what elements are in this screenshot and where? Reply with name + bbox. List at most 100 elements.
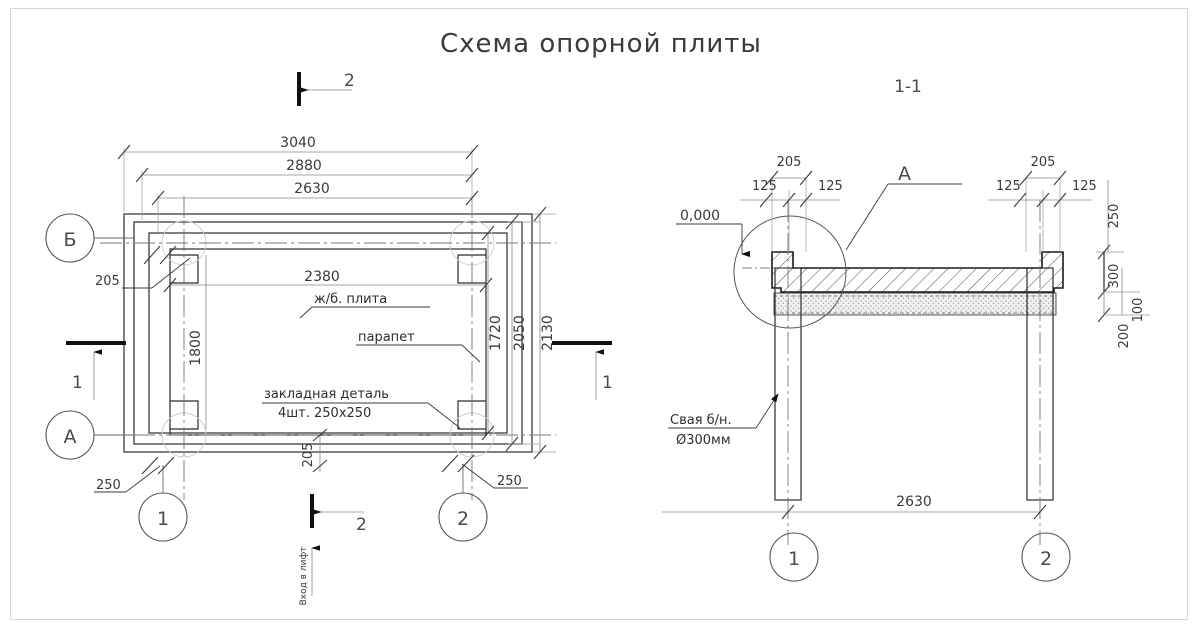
section-tick-2630-l <box>781 504 795 520</box>
plan-dim-250-left: 250 <box>96 478 121 493</box>
plan-tick-250r-a <box>441 454 459 473</box>
plan-parapet-outer <box>133 221 523 445</box>
section-tick-205l-a <box>765 170 779 186</box>
section-note-pile-label-1: Свая б/н. <box>670 413 732 428</box>
section-dim-100: 100 <box>1131 298 1146 323</box>
plan-section-mark-bottom-label: 2 <box>356 515 367 535</box>
plan-note-slab: ж/б. плита <box>299 292 430 319</box>
section-tick-125r-a <box>1013 192 1027 208</box>
plan-axis-bubble-2: 2 <box>438 492 488 542</box>
plan-tick-3040-l <box>117 144 131 160</box>
plan-dim-2880: 2880 <box>286 158 322 174</box>
plan-axis-bubble-1: 1 <box>138 492 188 542</box>
plan-tick-250l-a <box>141 456 159 475</box>
plan-dim-1720: 1720 <box>488 315 504 351</box>
section-view: 0,000 А 205 125 125 <box>662 155 1150 582</box>
plan-axis-label-a: А <box>64 426 77 448</box>
section-tick-125r-b <box>1053 192 1067 208</box>
plan-tick-205b <box>159 245 177 265</box>
plan-section-mark-top-label: 2 <box>344 71 355 91</box>
section-slab-profile <box>771 251 1064 293</box>
plan-entrance-label: Вход в лифт <box>299 547 309 606</box>
section-dim-250: 250 <box>1107 204 1122 229</box>
section-dim-125-left-b: 125 <box>818 179 843 194</box>
plan-tick-2380-l <box>163 277 177 293</box>
plan-view: Б А 1 2 3040 <box>45 71 613 606</box>
section-tick-205l-b <box>799 170 813 186</box>
section-tick-125l-b <box>799 192 813 208</box>
section-tick-300-t <box>1097 244 1111 260</box>
plan-section-mark-left-1: 1 <box>66 341 126 400</box>
plan-dim-2050: 2050 <box>512 315 528 351</box>
plan-tick-205bot-t <box>312 428 328 442</box>
plan-note-embed-label-1: закладная деталь <box>264 387 389 402</box>
section-dim-125-right-b: 125 <box>1072 179 1097 194</box>
section-level-mark: 0,000 <box>676 208 800 269</box>
plan-dim-1800: 1800 <box>188 330 204 366</box>
section-tick-2630-r <box>1033 504 1047 520</box>
plan-axis-label-1: 1 <box>157 508 169 530</box>
plan-dim-2380: 2380 <box>304 269 340 285</box>
plan-tick-2880-r <box>465 167 479 183</box>
plan-leader-250r-line <box>461 463 495 489</box>
section-level-label: 0,000 <box>680 208 720 224</box>
section-dim-300: 300 <box>1107 264 1122 289</box>
plan-section-mark-left-label: 1 <box>72 373 83 393</box>
section-detail-circle <box>733 215 847 329</box>
section-note-pile-label-2: Ø300мм <box>676 433 731 448</box>
drawing-frame <box>10 8 1188 620</box>
plan-tick-1720-t <box>481 225 495 241</box>
section-base-layer <box>773 292 1057 316</box>
plan-tick-250r-b <box>457 454 475 473</box>
section-tick-125l-a <box>759 192 773 208</box>
plan-entrance-marker: Вход в лифт <box>299 545 320 606</box>
plan-dim-3040: 3040 <box>280 135 316 151</box>
section-axis-bubble-2: 2 <box>1021 532 1071 582</box>
section-detail-leader <box>845 183 889 251</box>
plan-tick-2380-r <box>479 277 493 293</box>
plan-section-mark-bottom-2: 2 <box>310 494 367 535</box>
section-dim-125-left-a: 125 <box>752 179 777 194</box>
plan-note-parapet: парапет <box>356 330 481 363</box>
plan-section-mark-right-1: 1 <box>552 341 613 400</box>
plan-tick-2130-b <box>533 444 547 460</box>
plan-parapet-inner <box>148 232 508 434</box>
plan-axis-bubble-b: Б <box>45 213 95 263</box>
page-title: Схема опорной плиты <box>440 29 762 59</box>
plan-tick-2130-t <box>533 206 547 222</box>
plan-opening <box>169 248 487 436</box>
plan-tick-2630-l <box>151 190 165 206</box>
plan-tick-2050-t <box>505 214 519 230</box>
plan-leader-250l-line <box>125 465 161 493</box>
section-title: 1-1 <box>894 77 922 97</box>
section-tick-125l-mid <box>782 192 796 208</box>
section-dim-125-right-a: 125 <box>996 179 1021 194</box>
plan-tick-205bot-b <box>312 459 328 473</box>
section-axis-bubble-1: 1 <box>769 532 819 582</box>
section-tick-205r-a <box>1019 170 1033 186</box>
section-axis-label-2: 2 <box>1040 548 1052 570</box>
plan-section-mark-top-2: 2 <box>297 71 355 106</box>
plan-axis-bubble-a: А <box>45 410 95 460</box>
section-dim-205-right: 205 <box>1031 155 1056 170</box>
plan-note-slab-label: ж/б. плита <box>314 292 387 307</box>
plan-tick-2630-r <box>465 190 479 206</box>
plan-leader-205-line <box>151 257 191 289</box>
plan-tick-2050-b <box>505 436 519 452</box>
plan-tick-2880-l <box>135 167 149 183</box>
section-tick-205r-b <box>1053 170 1067 186</box>
plan-dim-2630: 2630 <box>294 181 330 197</box>
section-dim-2630: 2630 <box>896 494 932 510</box>
section-axis-label-1: 1 <box>788 548 800 570</box>
plan-tick-1720-b <box>481 425 495 441</box>
plan-axis-label-2: 2 <box>457 508 469 530</box>
plan-axis-label-b: Б <box>63 229 76 251</box>
plan-slab-outline <box>123 213 533 453</box>
section-dim-200: 200 <box>1117 324 1132 349</box>
section-note-pile: Свая б/н. Ø300мм <box>668 393 779 448</box>
section-tick-125r-mid <box>1036 192 1050 208</box>
plan-dim-205-left: 205 <box>95 274 120 289</box>
plan-note-parapet-label: парапет <box>358 330 415 345</box>
